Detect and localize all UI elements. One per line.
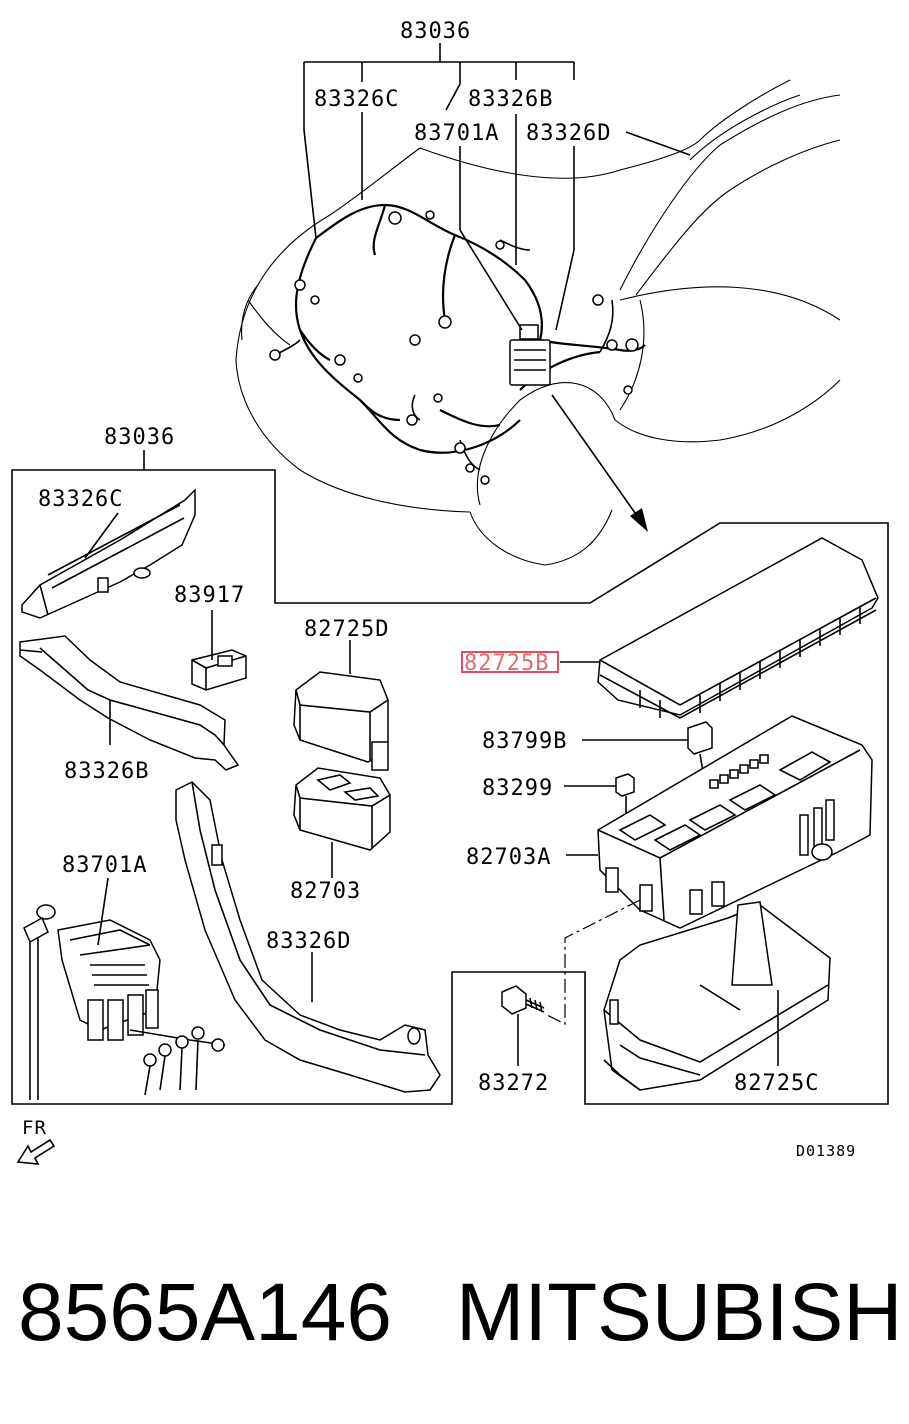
highlight-box-82725b xyxy=(461,651,559,673)
part-82725c xyxy=(603,901,831,1091)
callout-83917: 83917 xyxy=(174,583,245,608)
callout-83036-top: 83036 xyxy=(400,19,471,44)
part-82725d xyxy=(293,640,389,771)
callout-83036-box: 83036 xyxy=(104,425,175,450)
front-direction-label: FR xyxy=(22,1117,47,1139)
callout-83272: 83272 xyxy=(478,1071,549,1096)
part-82703a xyxy=(566,715,873,929)
footer-brand: MITSUBISHI xyxy=(456,1267,909,1358)
wiring-harness xyxy=(269,203,646,485)
part-83701a xyxy=(23,877,226,1100)
callout-82725b-highlight: 82725B xyxy=(464,651,549,676)
callout-83326b-top: 83326B xyxy=(468,87,553,112)
drawing-code: D01389 xyxy=(796,1142,856,1160)
callout-83326b-box: 83326B xyxy=(64,759,149,784)
callout-83799b: 83799B xyxy=(482,729,567,754)
callout-82725d: 82725D xyxy=(304,617,389,642)
front-direction-arrow xyxy=(16,1138,56,1165)
part-83272 xyxy=(501,985,545,1066)
callout-82725c: 82725C xyxy=(734,1071,819,1096)
detail-arrow xyxy=(551,394,648,532)
callout-83326c-top: 83326C xyxy=(314,87,399,112)
callout-82703: 82703 xyxy=(290,879,361,904)
part-83326b xyxy=(19,635,240,771)
part-82703 xyxy=(293,767,391,878)
assembly-line xyxy=(544,899,641,1025)
part-83326c xyxy=(21,488,196,619)
top-callout-leaders xyxy=(303,43,691,331)
callout-83326d-box: 83326D xyxy=(266,929,351,954)
detail-frame xyxy=(11,450,889,1105)
callout-83326c-box: 83326C xyxy=(38,487,123,512)
footer-part-number: 8565A146 xyxy=(18,1267,392,1358)
callout-82703a: 82703A xyxy=(466,845,551,870)
callout-83326d-top: 83326D xyxy=(526,121,611,146)
callout-83299: 83299 xyxy=(482,776,553,801)
part-83917 xyxy=(191,610,247,691)
part-83326d xyxy=(175,781,441,1093)
part-82725b xyxy=(560,537,879,719)
vehicle-outline xyxy=(235,79,841,566)
callout-83701a-top: 83701A xyxy=(414,121,499,146)
callout-83701a-box: 83701A xyxy=(62,853,147,878)
part-83299 xyxy=(564,773,635,826)
